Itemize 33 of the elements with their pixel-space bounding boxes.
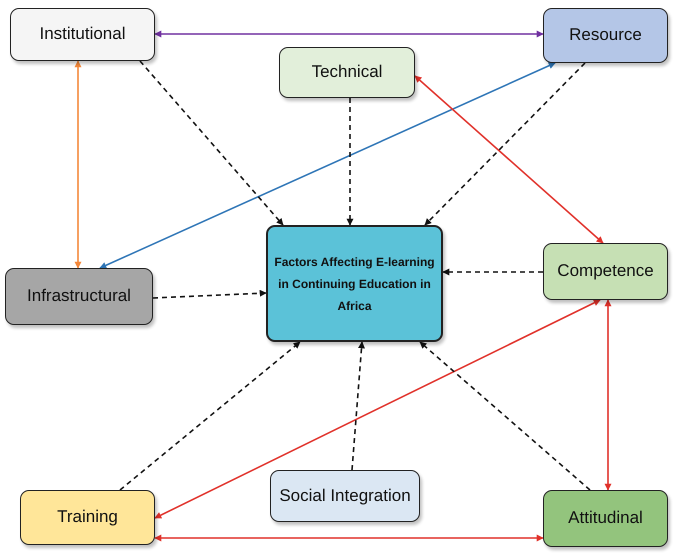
arrow xyxy=(74,60,82,269)
arrow xyxy=(442,268,543,276)
arrow xyxy=(604,299,612,491)
central-topic-box xyxy=(266,225,443,342)
box-label: Factors Affecting E-learning in Continuing Education in Africa xyxy=(273,254,436,314)
box-label: Competence xyxy=(557,261,654,282)
arrow xyxy=(346,98,354,226)
box-label: Social Integration xyxy=(279,486,411,506)
factor-box xyxy=(20,490,155,545)
arrow xyxy=(414,75,604,244)
arrow xyxy=(424,62,586,226)
box-label: Training xyxy=(57,507,118,528)
factor-box xyxy=(543,8,668,63)
arrow xyxy=(351,341,365,470)
arrow xyxy=(99,62,556,269)
factor-box xyxy=(543,243,668,300)
box-label: Infrastructural xyxy=(27,286,131,307)
arrow xyxy=(419,341,591,491)
arrow xyxy=(154,299,601,519)
arrow xyxy=(139,60,284,226)
arrow xyxy=(152,290,267,299)
arrow xyxy=(120,341,301,491)
factor-box xyxy=(5,268,153,325)
arrow xyxy=(154,534,544,542)
arrow xyxy=(154,30,544,38)
factor-box xyxy=(543,490,668,547)
factor-box xyxy=(279,47,415,98)
box-label: Attitudinal xyxy=(568,508,643,529)
factor-box xyxy=(10,8,155,61)
factor-box xyxy=(270,470,420,522)
box-label: Technical xyxy=(312,62,382,83)
box-label: Institutional xyxy=(40,24,126,45)
box-label: Resource xyxy=(569,25,642,46)
